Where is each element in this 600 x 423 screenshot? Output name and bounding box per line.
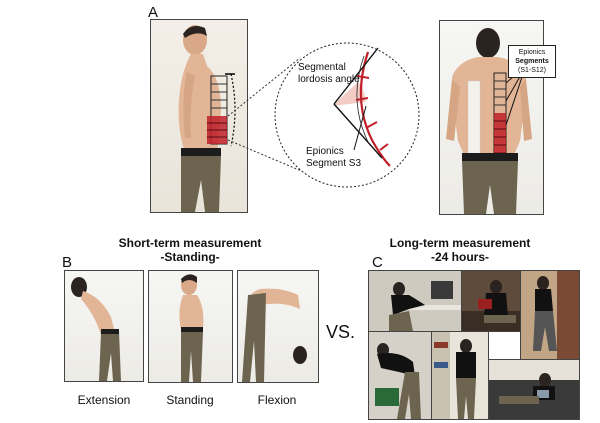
caption-flexion: Flexion <box>257 393 297 407</box>
extension-photo <box>64 270 144 382</box>
short-term-title: Short-term measurement -Standing- <box>90 236 290 264</box>
collage-reading <box>461 270 521 332</box>
short-term-title-line2: -Standing- <box>160 250 220 264</box>
daily-activity-collage <box>368 270 580 420</box>
sensor-strip-back <box>493 68 523 164</box>
long-term-title-line1: Long-term measurement <box>389 236 531 250</box>
collage-walking <box>520 270 580 360</box>
sensor-strip-side <box>207 73 236 147</box>
zoom-circle-detail: Segmental lordosis angle Epionics Segmen… <box>274 42 420 188</box>
angle-label-line1: Segmental <box>298 62 346 73</box>
segment-label-line2: Segment S3 <box>306 158 361 169</box>
callout-line1: Epionics <box>518 49 546 56</box>
caption-standing: Standing <box>166 393 214 407</box>
flexion-photo <box>237 270 319 383</box>
collage-sofa <box>488 359 580 420</box>
callout-line3: (S1-S12) <box>517 67 546 74</box>
panel-letter-b: B <box>62 254 73 271</box>
long-term-title: Long-term measurement -24 hours- <box>370 236 550 264</box>
segment-label-line1: Epionics <box>306 146 344 157</box>
collage-desk-work <box>368 270 462 332</box>
side-view-photo <box>150 19 248 213</box>
angle-label-line2: lordosis angle <box>298 74 360 85</box>
segments-callout: Epionics Segments (S1-S12) <box>508 45 556 78</box>
standing-photo <box>148 270 233 383</box>
short-term-title-line1: Short-term measurement <box>118 236 262 250</box>
caption-extension: Extension <box>77 393 131 407</box>
vs-label: VS. <box>326 322 356 342</box>
collage-shelf <box>431 331 489 420</box>
panel-letter-a: A <box>148 4 159 21</box>
panel-letter-c: C <box>372 254 383 271</box>
callout-line2: Segments <box>515 58 549 65</box>
collage-lifting <box>368 331 432 420</box>
long-term-title-line2: -24 hours- <box>430 250 489 264</box>
